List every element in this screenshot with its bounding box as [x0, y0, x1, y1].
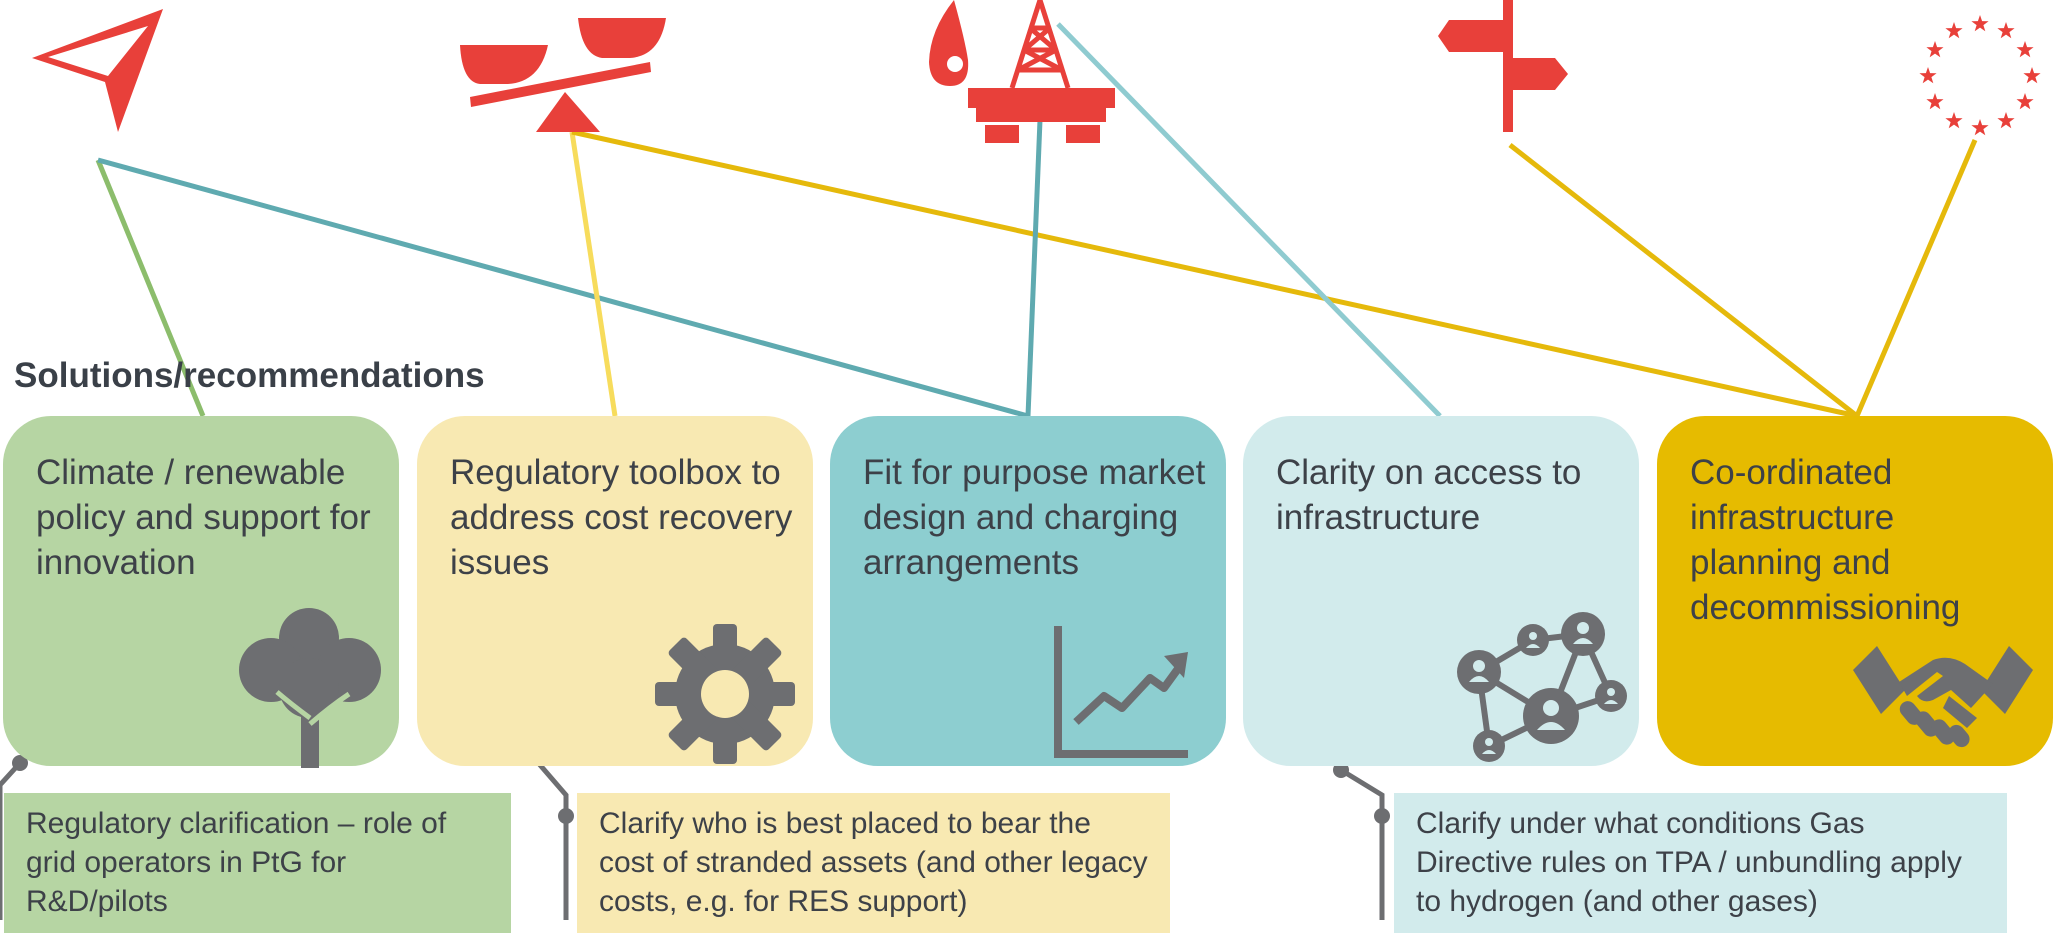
eu-star: [2016, 93, 2034, 110]
note-gas-directive: Clarify under what conditions Gas Direct…: [1394, 793, 2007, 933]
card-text: Co-ordinated infrastructure planning and…: [1690, 453, 1961, 627]
note-text: Clarify who is best placed to bear the c…: [599, 807, 1148, 918]
card-market-design: Fit for purpose market design and chargi…: [830, 416, 1226, 766]
card-access-infrastructure: Clarity on access to infrastructure: [1243, 416, 1639, 766]
eu-star: [1919, 67, 1937, 84]
eu-star: [2023, 67, 2041, 84]
note-text: Clarify under what conditions Gas Direct…: [1416, 807, 1962, 918]
card-coordinated-planning: Co-ordinated infrastructure planning and…: [1657, 416, 2053, 766]
handshake-icon: [1853, 646, 2033, 748]
card-climate-policy: Climate / renewable policy and support f…: [3, 416, 399, 768]
line-scale-to-regulatory: [569, 131, 618, 417]
tree-icon: [239, 608, 381, 768]
line-scale-to-coordinated: [571, 129, 1858, 419]
card-text: Clarity on access to infrastructure: [1276, 453, 1582, 537]
paper-plane-icon: [32, 9, 163, 132]
note-text: Regulatory clarification – role of grid …: [26, 807, 447, 918]
card-regulatory-toolbox: Regulatory toolbox to address cost recov…: [417, 416, 813, 766]
rising-chart-icon: [1054, 626, 1188, 758]
note-regulatory-clarification: Regulatory clarification – role of grid …: [4, 793, 511, 933]
gear-icon: [655, 624, 795, 764]
eu-star: [1945, 112, 1963, 129]
line-rig-to-access: [1056, 22, 1442, 418]
balance-scale-icon: [460, 18, 666, 132]
card-text: Climate / renewable policy and support f…: [36, 453, 371, 582]
eu-star: [1997, 112, 2015, 129]
eu-star: [1971, 15, 1989, 32]
line-signpost-to-coordinated: [1508, 143, 1859, 418]
gas-flame-rig-icon: [929, 0, 1115, 143]
signpost-icon: [1438, 0, 1568, 132]
eu-stars-icon: [1919, 15, 2041, 136]
note-stranded-assets: Clarify who is best placed to bear the c…: [577, 793, 1170, 933]
eu-star: [1997, 22, 2015, 39]
people-network-icon: [1457, 612, 1627, 762]
eu-star: [1926, 93, 1944, 110]
eu-star: [1971, 119, 1989, 136]
line-eu-to-coordinated: [1854, 139, 1978, 417]
card-text: Regulatory toolbox to address cost recov…: [450, 453, 793, 582]
card-text: Fit for purpose market design and chargi…: [863, 453, 1206, 582]
line-rig-to-market: [1025, 119, 1043, 417]
eu-star: [1926, 41, 1944, 58]
line-plane-to-climate: [95, 159, 206, 417]
connector-lines: [95, 22, 1978, 419]
note-connectors: [0, 756, 1385, 920]
section-title: Solutions/recommendations: [14, 356, 485, 395]
eu-star: [2016, 41, 2034, 58]
eu-star: [1945, 22, 1963, 39]
line-plane-to-market: [97, 157, 1029, 419]
